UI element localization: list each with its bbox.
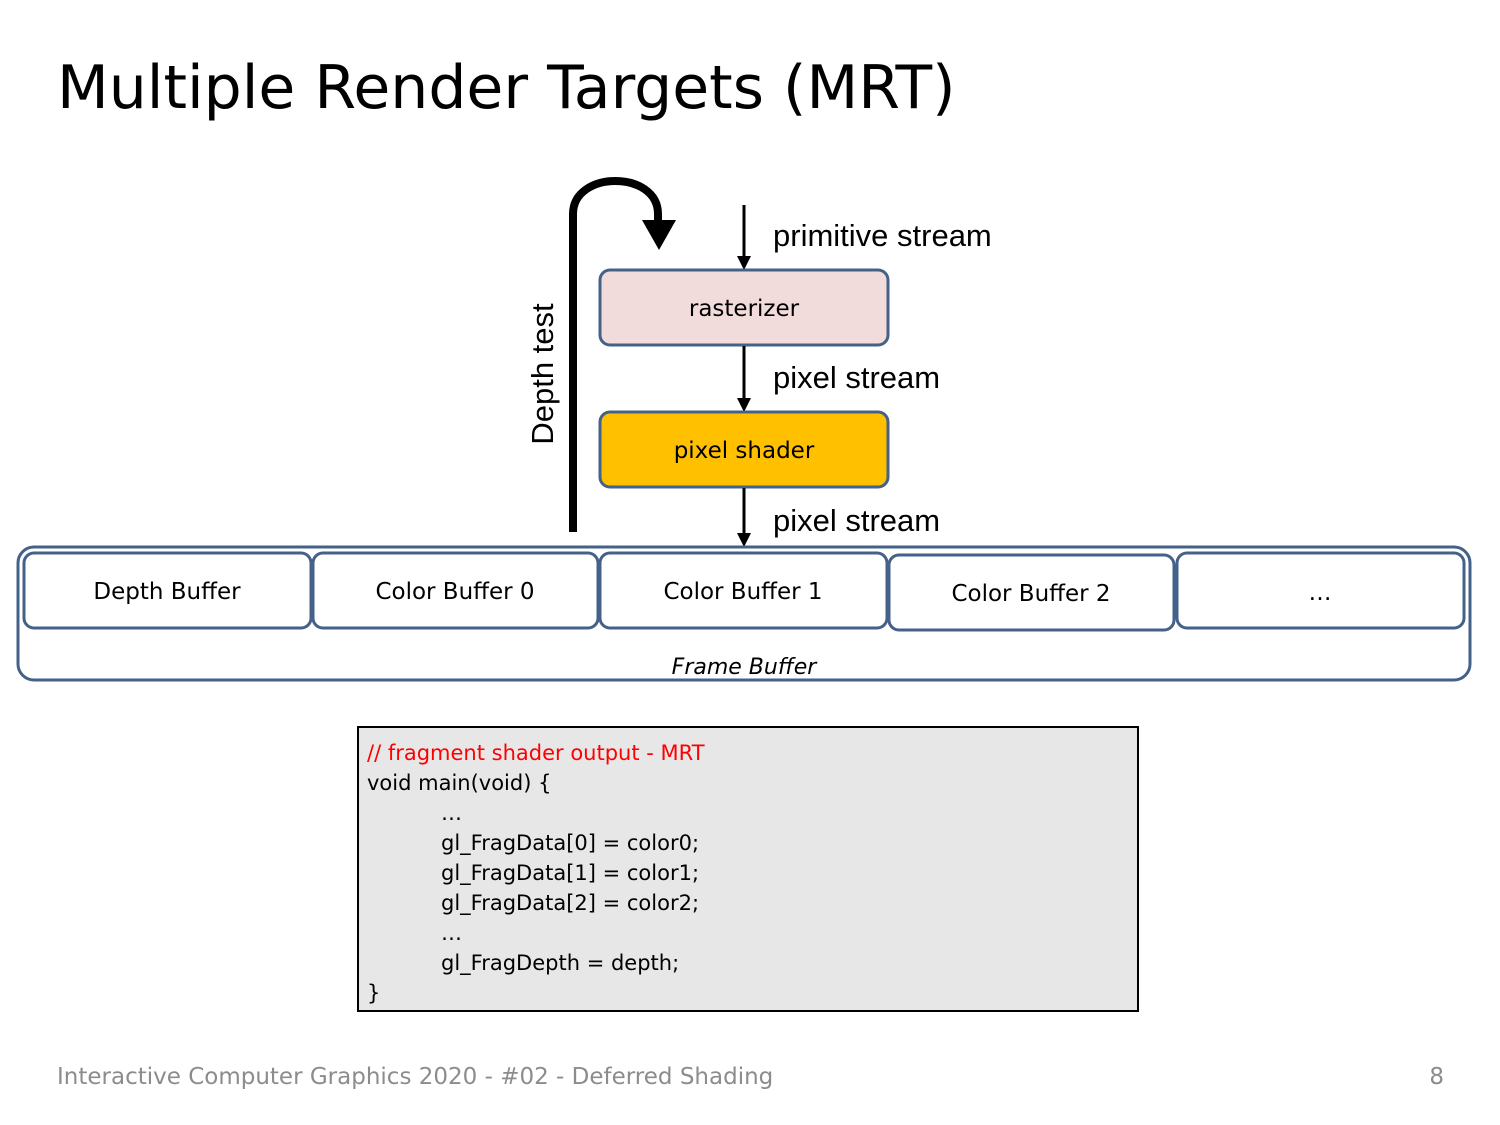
depth-buffer-label: Depth Buffer: [93, 579, 241, 605]
primitive-stream-label: primitive stream: [773, 218, 992, 253]
additional-buffers-box: [1175, 551, 1466, 630]
pixel-shader-box: [598, 410, 890, 489]
color-buffer-0-label: Color Buffer 0: [375, 579, 534, 605]
code-comment: // fragment shader output - MRT: [367, 741, 705, 765]
depth-buffer-box: [22, 551, 313, 630]
rasterizer-label: rasterizer: [689, 296, 800, 322]
pipeline-diagram: Depth test primitive stream rasterizer p…: [16, 177, 1472, 682]
depth-test-label: Depth test: [525, 303, 560, 445]
code-line: gl_FragDepth = depth;: [441, 951, 680, 975]
color-buffer-0-box: [311, 551, 600, 630]
rasterizer-box: [598, 268, 890, 347]
pixel-stream-label-2: pixel stream: [773, 503, 940, 538]
primitive-stream-arrowhead: [737, 256, 751, 270]
color-buffer-2-label: Color Buffer 2: [951, 581, 1110, 607]
code-line: gl_FragData[1] = color1;: [441, 861, 700, 885]
footer-text: Interactive Computer Graphics 2020 - #02…: [57, 1064, 774, 1090]
pixel-stream-arrowhead-2: [737, 533, 751, 547]
additional-buffers-label: …: [1309, 580, 1332, 606]
code-line: …: [441, 801, 462, 825]
depth-test-arrowhead: [642, 220, 676, 250]
slide-title: Multiple Render Targets (MRT): [57, 53, 956, 123]
frame-buffer-label: Frame Buffer: [672, 655, 819, 680]
code-box: // fragment shader output - MRT void mai…: [357, 726, 1139, 1012]
code-line: void main(void) {: [367, 771, 552, 795]
page-number: 8: [1429, 1064, 1444, 1090]
pixel-shader-label: pixel shader: [674, 438, 815, 464]
code-line: }: [367, 981, 381, 1005]
code-line: gl_FragData[2] = color2;: [441, 891, 700, 915]
pixel-stream-arrowhead-1: [737, 398, 751, 412]
code-line: gl_FragData[0] = color0;: [441, 831, 700, 855]
pixel-stream-label-1: pixel stream: [773, 360, 940, 395]
color-buffer-2-box: [887, 553, 1176, 632]
color-buffer-1-label: Color Buffer 1: [663, 579, 822, 605]
depth-test-loop-arrow: [569, 177, 662, 532]
code-line: …: [441, 921, 462, 945]
color-buffer-1-box: [598, 551, 889, 630]
